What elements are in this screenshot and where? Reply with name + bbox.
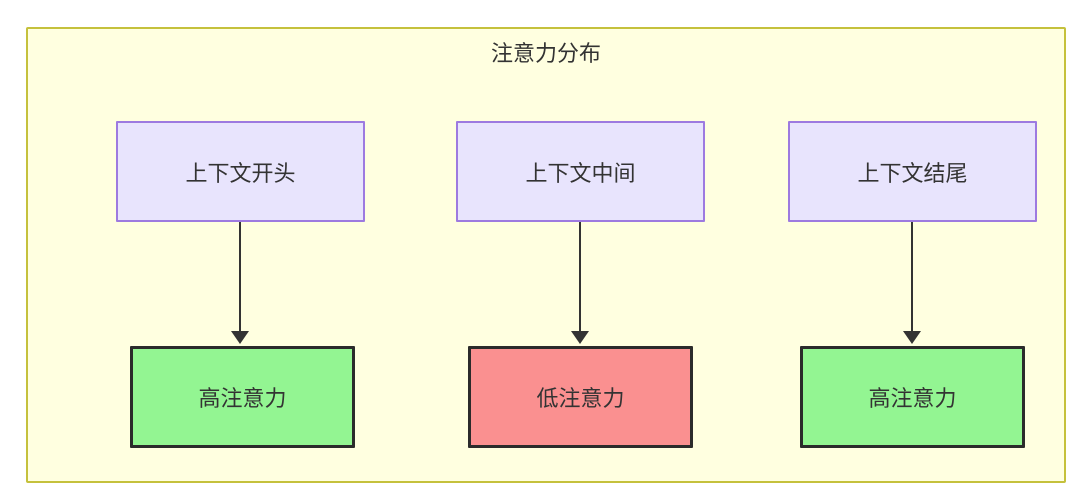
- node-label: 上下文开头: [185, 160, 296, 186]
- edge-context-end-to-attention: [911, 222, 913, 332]
- arrowhead-down-icon: [903, 331, 921, 344]
- node-attention-high-end[interactable]: 高注意力: [800, 346, 1025, 448]
- node-label: 上下文结尾: [857, 160, 968, 186]
- node-label: 上下文中间: [525, 160, 636, 186]
- edge-context-start-to-attention: [239, 222, 241, 332]
- node-label: 高注意力: [198, 386, 287, 411]
- node-attention-low-middle[interactable]: 低注意力: [468, 346, 693, 448]
- node-label: 低注意力: [536, 386, 625, 411]
- attention-distribution-cluster: 注意力分布 上下文开头 上下文中间 上下文结尾 高注意力 低注意力 高注意力: [26, 27, 1066, 483]
- arrowhead-down-icon: [231, 331, 249, 344]
- node-label: 高注意力: [868, 386, 957, 411]
- edge-context-middle-to-attention: [579, 222, 581, 332]
- node-context-start[interactable]: 上下文开头: [116, 121, 365, 222]
- node-context-middle[interactable]: 上下文中间: [456, 121, 705, 222]
- node-attention-high-start[interactable]: 高注意力: [130, 346, 355, 448]
- cluster-title: 注意力分布: [490, 41, 601, 66]
- node-context-end[interactable]: 上下文结尾: [788, 121, 1037, 222]
- arrowhead-down-icon: [571, 331, 589, 344]
